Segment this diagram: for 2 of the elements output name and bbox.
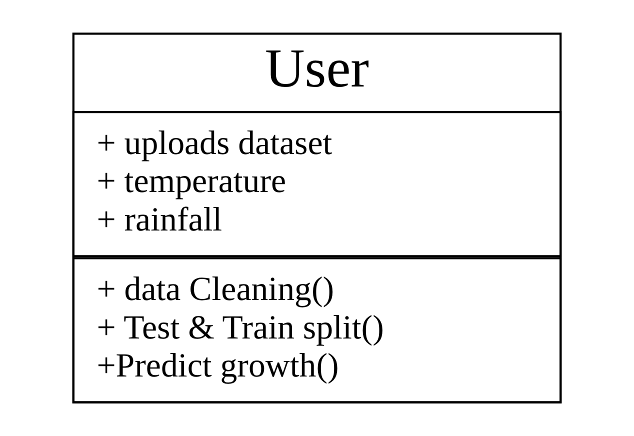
node-box: + data Cleaning() + Test & Train split() +Predict growth() xyxy=(72,257,562,404)
node-box: + uploads dataset + temperature + rainfall xyxy=(72,111,562,258)
